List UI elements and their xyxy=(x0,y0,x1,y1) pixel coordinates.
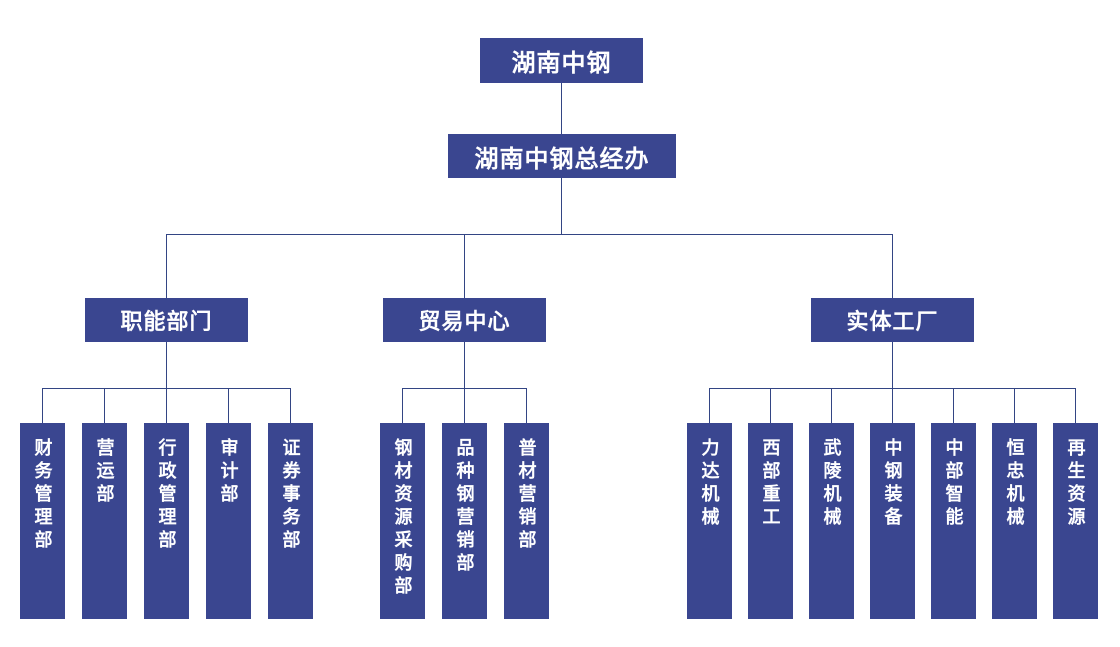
org-node-wuling-machinery: 武陵机械 xyxy=(809,423,854,619)
org-node-lida-machinery: 力达机械 xyxy=(687,423,732,619)
org-node-label: 湖南中钢总经办 xyxy=(474,145,650,173)
org-node-finance-dept: 财务管理部 xyxy=(20,423,65,619)
org-node-label: 审计部 xyxy=(218,438,239,507)
org-node-label: 钢材资源采购部 xyxy=(392,438,413,599)
connector-line xyxy=(464,234,465,298)
connector-line xyxy=(166,234,167,298)
org-node-central-intelligence: 中部智能 xyxy=(931,423,976,619)
org-node-label: 西部重工 xyxy=(760,438,781,530)
branch-node-trade-center: 贸易中心 xyxy=(383,298,546,342)
connector-line xyxy=(831,388,832,423)
org-node-steel-procurement-dept: 钢材资源采购部 xyxy=(380,423,425,619)
org-node-label: 武陵机械 xyxy=(821,438,842,530)
connector-line xyxy=(892,234,893,298)
connector-line xyxy=(1075,388,1076,423)
connector-line xyxy=(228,388,229,423)
connector-line xyxy=(402,388,403,423)
connector-line xyxy=(1014,388,1015,423)
org-node-label: 财务管理部 xyxy=(32,438,53,553)
org-node-hengzhong-machinery: 恒忠机械 xyxy=(992,423,1037,619)
connector-line xyxy=(526,388,527,423)
connector-line xyxy=(166,234,893,235)
connector-line xyxy=(290,388,291,423)
org-node-admin-dept: 行政管理部 xyxy=(144,423,189,619)
org-node-label: 营运部 xyxy=(94,438,115,507)
branch-node-label: 实体工厂 xyxy=(846,309,939,334)
connector-line xyxy=(104,388,105,423)
org-node-securities-dept: 证券事务部 xyxy=(268,423,313,619)
branch-node-functional-departments: 职能部门 xyxy=(85,298,248,342)
connector-line xyxy=(42,388,43,423)
org-node-western-heavy-industry: 西部重工 xyxy=(748,423,793,619)
org-node-label: 普材营销部 xyxy=(516,438,537,553)
branch-node-label: 贸易中心 xyxy=(418,309,511,334)
connector-line xyxy=(464,342,465,388)
org-node-gm-office: 湖南中钢总经办 xyxy=(448,134,676,178)
connector-line xyxy=(892,342,893,388)
connector-line xyxy=(464,388,465,423)
connector-line xyxy=(953,388,954,423)
connector-line xyxy=(770,388,771,423)
org-node-label: 再生资源 xyxy=(1065,438,1086,530)
org-node-label: 中钢装备 xyxy=(882,438,903,530)
connector-line xyxy=(561,83,562,134)
org-node-label: 湖南中钢 xyxy=(511,50,612,77)
org-node-root: 湖南中钢 xyxy=(480,38,643,83)
org-node-label: 品种钢营销部 xyxy=(454,438,475,576)
branch-node-physical-factories: 实体工厂 xyxy=(811,298,974,342)
org-node-label: 恒忠机械 xyxy=(1004,438,1025,530)
org-node-label: 力达机械 xyxy=(699,438,720,530)
branch-node-label: 职能部门 xyxy=(120,309,213,334)
connector-line xyxy=(166,388,167,423)
org-node-recycled-resources: 再生资源 xyxy=(1053,423,1098,619)
connector-line xyxy=(561,178,562,234)
org-node-audit-dept: 审计部 xyxy=(206,423,251,619)
connector-line xyxy=(709,388,710,423)
org-node-label: 行政管理部 xyxy=(156,438,177,553)
org-node-label: 证券事务部 xyxy=(280,438,301,553)
org-node-general-steel-sales-dept: 普材营销部 xyxy=(504,423,549,619)
org-node-label: 中部智能 xyxy=(943,438,964,530)
org-node-operations-dept: 营运部 xyxy=(82,423,127,619)
connector-line xyxy=(892,388,893,423)
org-node-specialty-steel-sales-dept: 品种钢营销部 xyxy=(442,423,487,619)
org-node-zhonggang-equipment: 中钢装备 xyxy=(870,423,915,619)
connector-line xyxy=(166,342,167,388)
